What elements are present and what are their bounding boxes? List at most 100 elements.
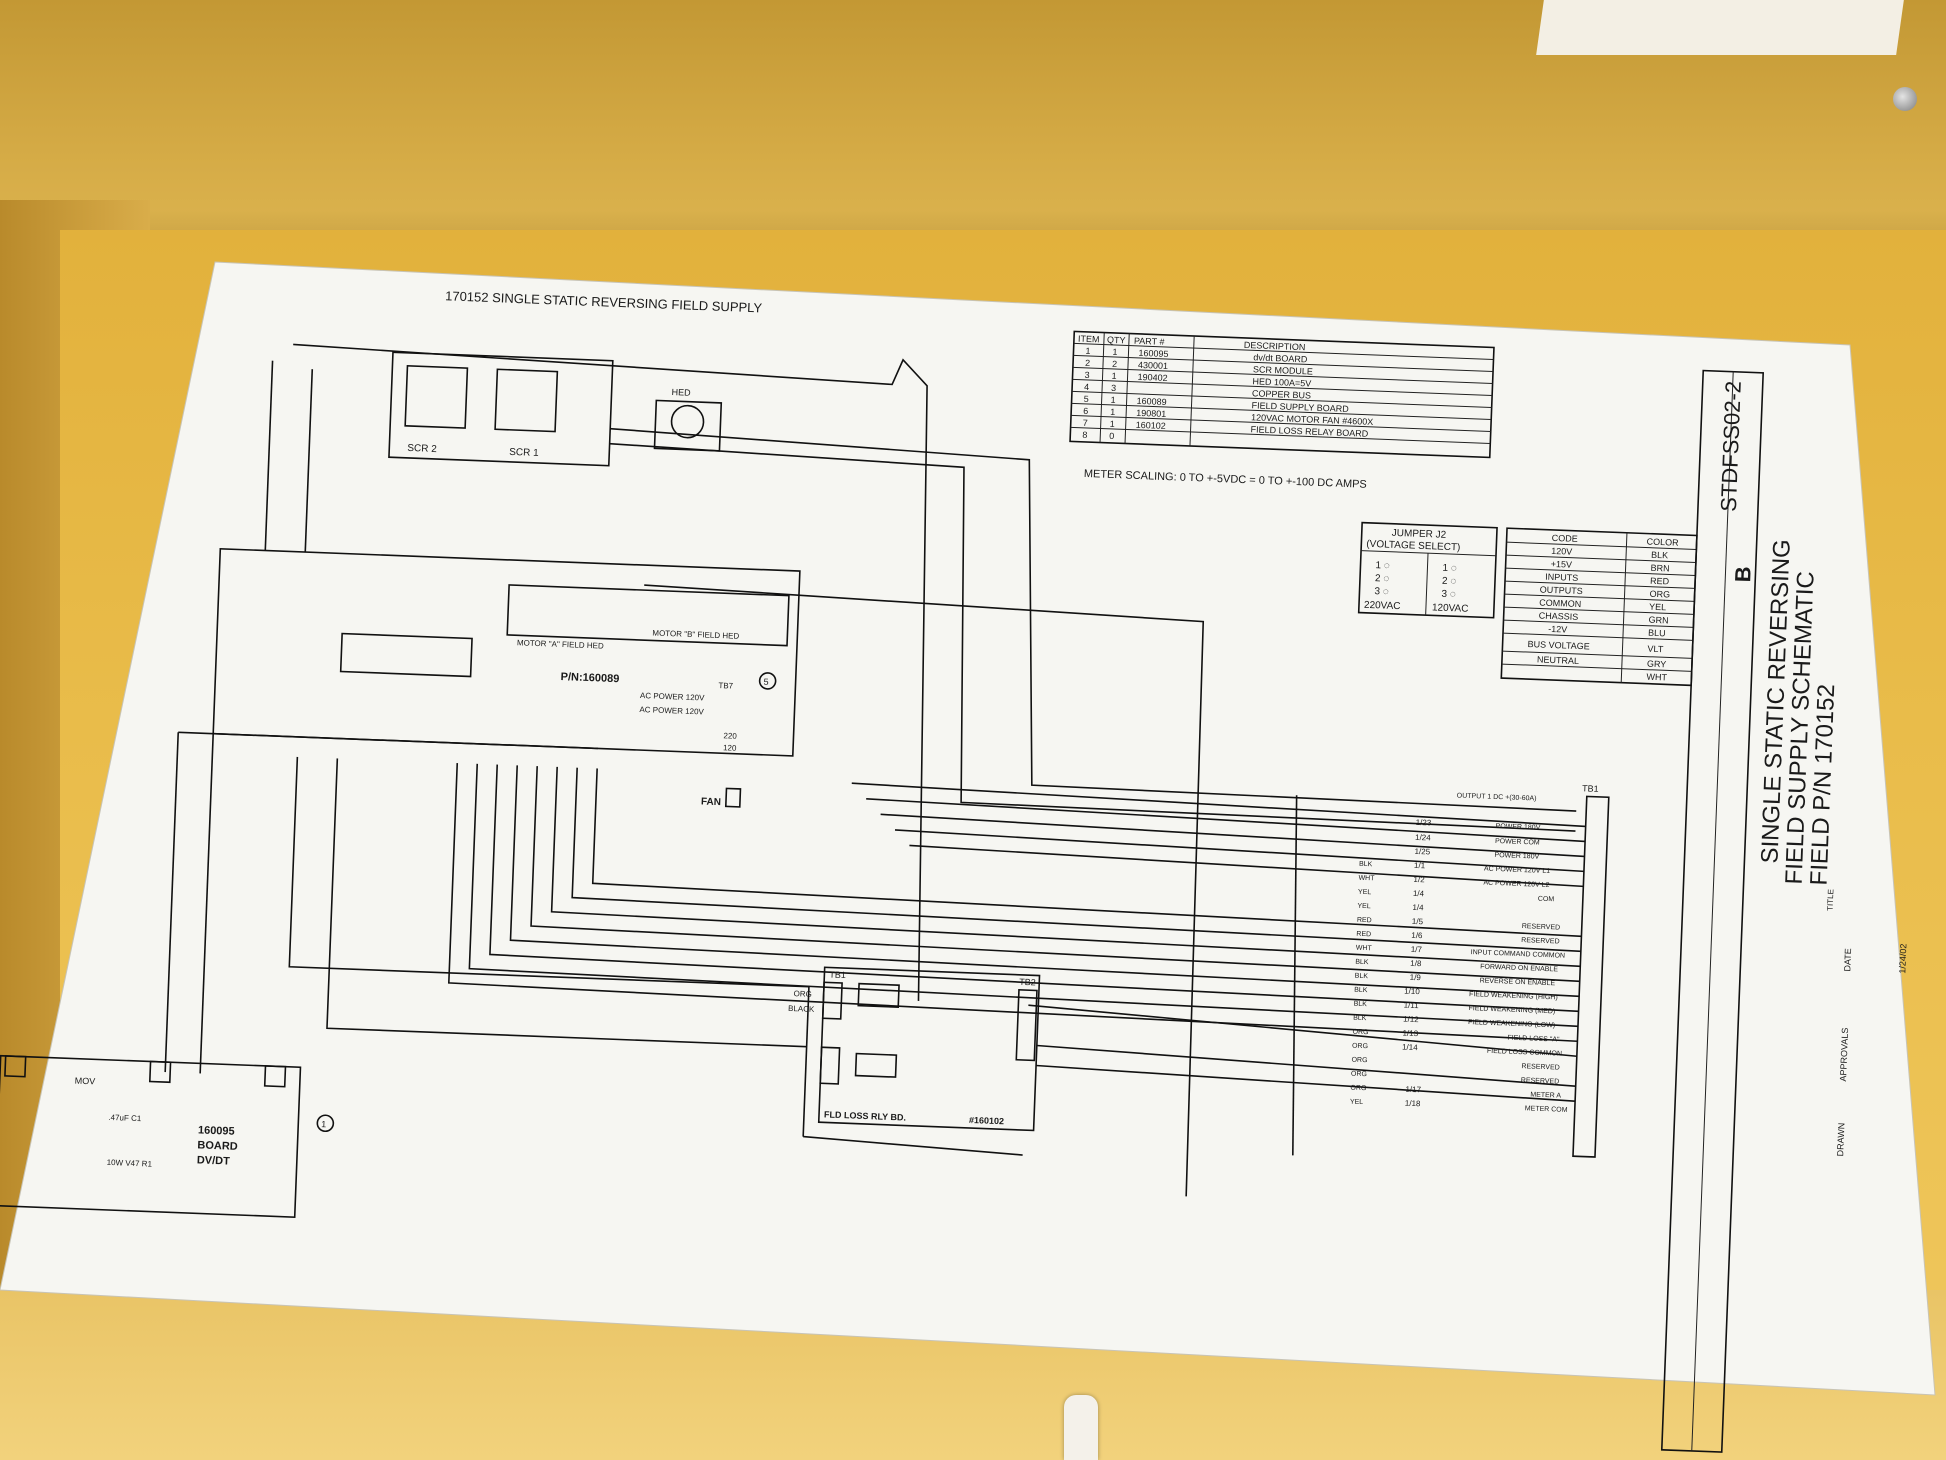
scr1-label: SCR 1 (509, 447, 539, 459)
tb1-wire: 1/8 (1410, 959, 1422, 968)
tb1-color: BLK (1355, 959, 1369, 967)
tb1-row: REVERSE ON ENABLE (1480, 977, 1556, 987)
color-value: ORG (1649, 589, 1670, 600)
bom-cell: 1 (1110, 419, 1115, 429)
tb1-row: AC POWER 120V L1 (1484, 866, 1550, 876)
dvdt-name: DV/DT (197, 1154, 231, 1167)
bom-cell: COPPER BUS (1252, 388, 1311, 400)
relay-board-label: FLD LOSS RLY BD. (824, 1109, 906, 1122)
tb1-color: BLK (1354, 1001, 1368, 1009)
ac-power-2: AC POWER 120V (639, 705, 704, 716)
tb1-color: BLK (1355, 973, 1369, 981)
tb1-color: ORG (1352, 1043, 1368, 1051)
bom-header-desc: DESCRIPTION (1244, 340, 1306, 352)
tb1-color: WHT (1356, 945, 1373, 953)
tb1-wire: 1/4 (1413, 889, 1425, 898)
tb1-color: WHT (1358, 875, 1375, 883)
lid-screw (1893, 87, 1917, 111)
tb1-row: FORWARD ON ENABLE (1480, 963, 1558, 973)
bom-cell: FIELD SUPPLY BOARD (1251, 400, 1349, 414)
tb1-color: YEL (1357, 903, 1371, 911)
tb1-color: BLK (1359, 861, 1373, 869)
color-code: BUS VOLTAGE (1527, 639, 1590, 651)
color-header-color: COLOR (1646, 537, 1679, 548)
bom-cell: dv/dt BOARD (1253, 352, 1308, 364)
color-code: INPUTS (1545, 572, 1578, 583)
svg-text:2 ◌: 2 ◌ (1442, 576, 1457, 588)
callout-5 (758, 672, 777, 690)
jumper-subtitle: (VOLTAGE SELECT) (1366, 539, 1460, 554)
bom-cell: 2 (1112, 359, 1117, 369)
tb1-color: ORG (1350, 1085, 1366, 1093)
tb1-wire: 1/10 (1404, 987, 1420, 997)
tb1-wire: 1/4 (1412, 903, 1424, 912)
board-pn: P/N:160089 (560, 671, 619, 685)
tb1-row: FIELD WEAKENING (MED) (1468, 1005, 1555, 1015)
color-value: WHT (1646, 672, 1667, 683)
tb1-color: BLK (1354, 987, 1368, 995)
fan-label: FAN (701, 796, 721, 808)
mov-label: MOV (75, 1076, 96, 1087)
tb1-wire: 1/11 (1403, 1001, 1419, 1011)
jumper-title: JUMPER J2 (1392, 528, 1447, 541)
tb1-color: ORG (1352, 1029, 1368, 1037)
rev-letter: B (1730, 566, 1756, 583)
field-supply-board: MOTOR "B" FIELD HED MOTOR "A" FIELD HED … (178, 547, 801, 757)
bom-cell: 430001 (1138, 360, 1168, 371)
color-code: NEUTRAL (1537, 654, 1579, 666)
bom-cell: 160095 (1138, 348, 1168, 359)
color-value: GRN (1648, 615, 1668, 626)
dvdt-board: MOV .47uF C1 10W V47 R1 160095 BOARD DV/… (0, 1054, 335, 1218)
scr2-label: SCR 2 (407, 443, 437, 455)
bom-cell: 8 (1082, 430, 1087, 440)
color-header-code: CODE (1552, 533, 1578, 544)
approvals-label: APPROVALS (1838, 1027, 1850, 1081)
org-wire-label: ORG (793, 989, 812, 999)
dwg-number: STDFSS02-2 (1716, 380, 1746, 512)
tb1-row: METER A (1530, 1091, 1561, 1099)
tb1-wire: 1/2 (1413, 875, 1425, 884)
tb1-row: POWER 180V (1495, 823, 1540, 832)
tb1-label: TB1 (1582, 783, 1599, 794)
tb1-wire: 1/23 (1416, 818, 1432, 828)
tb1-row: FIELD WEAKENING (HIGH) (1469, 991, 1558, 1001)
tb1-row: AC POWER 120V L2 (1483, 880, 1549, 890)
drawn-label: DRAWN (1835, 1123, 1846, 1157)
svg-text:3 ◌: 3 ◌ (1374, 586, 1389, 598)
bom-header-qty: QTY (1107, 335, 1126, 346)
tb1-row: FIELD LOSS COMMON (1487, 1048, 1562, 1058)
hed-label: HED (671, 387, 691, 398)
bom-cell: 1 (1111, 371, 1116, 381)
tb1-wire: 1/18 (1405, 1099, 1421, 1109)
svg-text:5: 5 (763, 677, 768, 687)
color-value: VLT (1647, 644, 1664, 655)
cap-label: .47uF C1 (108, 1113, 142, 1123)
color-code: CHASSIS (1539, 610, 1579, 622)
tb1-row: FIELD WEAKENING (LOW) (1468, 1019, 1555, 1029)
tb7-label: TB7 (718, 681, 734, 691)
svg-text:1: 1 (321, 1119, 326, 1129)
tb1-row: OUTPUT 1 DC +(30-60A) (1457, 792, 1537, 802)
date-label: DATE (1842, 948, 1853, 972)
tb1-wire: 1/17 (1405, 1085, 1421, 1095)
bom-cell: HED 100A=5V (1252, 376, 1311, 388)
res-label: 10W V47 R1 (106, 1158, 152, 1169)
latch-slot (1064, 1395, 1098, 1460)
tb1-wire: 1/25 (1414, 847, 1430, 857)
tb1-wire: 1/1 (1414, 861, 1426, 870)
dvdt-board: BOARD (197, 1139, 238, 1153)
tb1-color: RED (1357, 917, 1372, 925)
bom-cell: 7 (1083, 418, 1088, 428)
tb1-row: RESERVED (1522, 923, 1561, 931)
tb1-wire: 1/9 (1410, 973, 1422, 982)
color-value: YEL (1649, 602, 1666, 613)
v120-label: 120 (723, 743, 737, 753)
relay-board-pn: #160102 (969, 1115, 1004, 1126)
bom-cell: 190402 (1137, 372, 1167, 383)
tb1-color: YEL (1358, 889, 1372, 897)
tb1-row: COM (1538, 896, 1555, 904)
color-code-table: CODE COLOR 120V BLK +15V BRN INPUTS RED … (1500, 527, 1698, 687)
svg-text:1 ◌: 1 ◌ (1442, 563, 1457, 575)
tb1-color: ORG (1351, 1057, 1367, 1065)
